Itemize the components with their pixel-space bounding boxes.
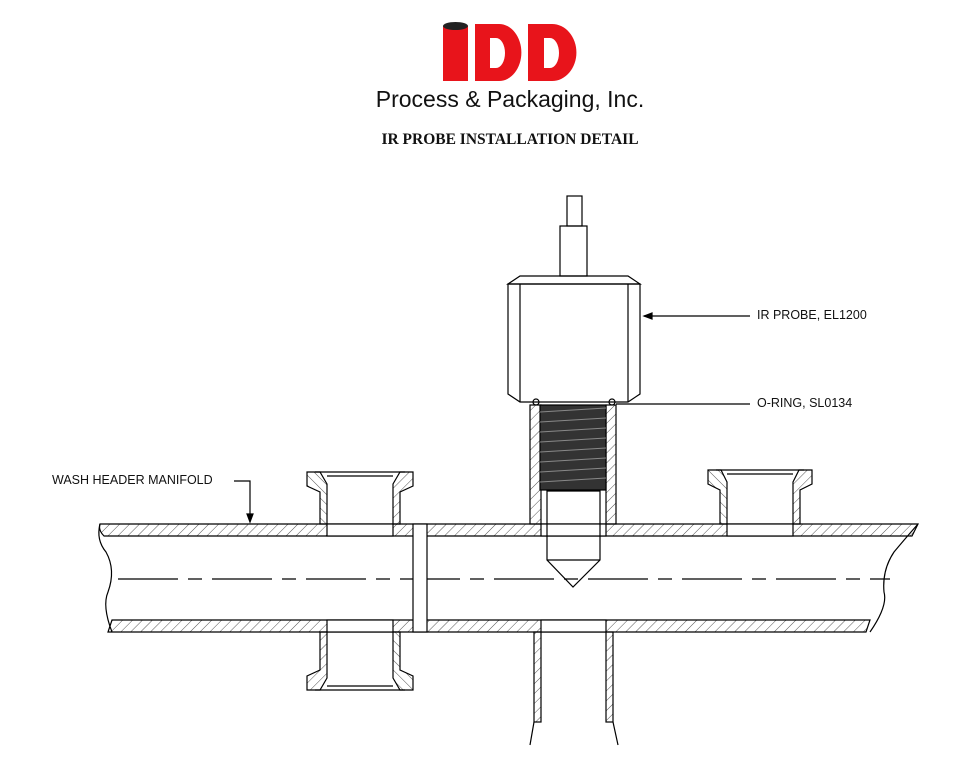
callout-o-ring: O-RING, SL0134 bbox=[757, 396, 853, 410]
callout-ir-probe: IR PROBE, EL1200 bbox=[757, 308, 867, 322]
ferrule-bottom-left bbox=[306, 631, 414, 691]
ferrule-top-right bbox=[707, 469, 813, 525]
probe-weld-boss bbox=[529, 404, 619, 746]
leader-lines bbox=[234, 312, 750, 524]
idd-logo bbox=[443, 22, 577, 81]
o-ring bbox=[532, 398, 540, 406]
ferrule-top-left bbox=[306, 471, 414, 525]
manifold-pipe bbox=[98, 523, 919, 633]
ir-probe bbox=[506, 195, 642, 588]
company-name: Process & Packaging, Inc. bbox=[375, 86, 645, 112]
callout-wash-header-manifold: WASH HEADER MANIFOLD bbox=[52, 473, 213, 487]
page-title: IR PROBE INSTALLATION DETAIL bbox=[381, 131, 639, 148]
